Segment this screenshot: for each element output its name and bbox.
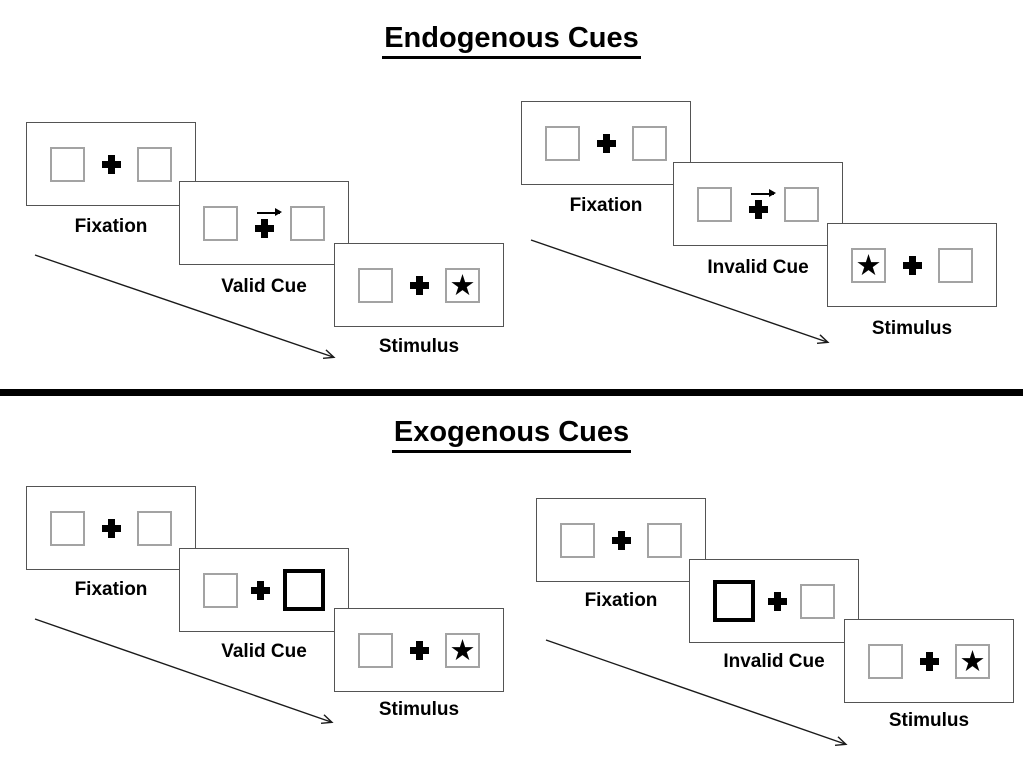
- fixation-cross-icon: [902, 255, 922, 275]
- cue-arrow-right-icon: [750, 189, 776, 197]
- fixation-cross-icon: [768, 591, 787, 611]
- left-box: [358, 267, 393, 303]
- valid-cue-label: Valid Cue: [221, 641, 307, 662]
- right-box: [137, 510, 172, 546]
- invalid-cue-card: [673, 162, 843, 246]
- right-box: ★: [445, 267, 480, 303]
- fixation-cross-icon: [254, 218, 274, 238]
- right-box: [290, 205, 325, 241]
- central-cue-group: [747, 189, 776, 219]
- right-box: [647, 522, 682, 558]
- fixation-cross-icon: [611, 530, 631, 550]
- valid-cue-card: [179, 548, 349, 632]
- fixation-cross-icon: [919, 651, 939, 671]
- fixation-card: [26, 486, 196, 570]
- star-icon: ★: [449, 267, 476, 302]
- stimulus-card: ★: [844, 619, 1014, 703]
- right-box: ★: [445, 632, 480, 668]
- bold-cue-box-left: [713, 580, 755, 622]
- right-box: ★: [955, 643, 990, 679]
- fixation-cross-icon: [409, 640, 429, 660]
- left-box: [868, 643, 903, 679]
- left-box: [545, 125, 580, 161]
- left-box: [203, 205, 238, 241]
- fixation-cross-icon: [409, 275, 429, 295]
- fixation-cross-icon: [596, 133, 616, 153]
- cue-arrow-right-icon: [256, 208, 282, 216]
- stimulus-card: ★: [334, 608, 504, 692]
- right-box: [632, 125, 667, 161]
- fixation-card: [521, 101, 691, 185]
- sequence-arrow: [530, 239, 827, 342]
- fixation-label: Fixation: [74, 579, 148, 600]
- fixation-card: [26, 122, 196, 206]
- fixation-label: Fixation: [584, 590, 658, 611]
- right-box: [137, 146, 172, 182]
- central-cue-group: [253, 208, 282, 238]
- right-box: [938, 247, 973, 283]
- sequence-arrow: [34, 254, 333, 357]
- left-box: ★: [851, 247, 886, 283]
- stimulus-label: Stimulus: [888, 710, 970, 731]
- invalid-cue-card: [689, 559, 859, 643]
- stimulus-card: ★: [334, 243, 504, 327]
- left-box: [203, 572, 238, 608]
- stimulus-card: ★: [827, 223, 997, 307]
- bold-cue-box-right: [283, 569, 325, 611]
- left-box: [697, 186, 732, 222]
- endogenous-section-title-wrap: Endogenous Cues: [0, 22, 1023, 59]
- section-divider: [0, 389, 1023, 396]
- left-box: [50, 146, 85, 182]
- fixation-cross-icon: [251, 580, 270, 600]
- left-box: [358, 632, 393, 668]
- sequence-arrow: [34, 618, 331, 722]
- fixation-cross-icon: [101, 518, 121, 538]
- star-icon: ★: [959, 643, 986, 678]
- endogenous-section-title: Endogenous Cues: [382, 22, 641, 59]
- sequence-arrow: [545, 639, 845, 744]
- right-box: [784, 186, 819, 222]
- fixation-cross-icon: [748, 199, 768, 219]
- exogenous-section-title: Exogenous Cues: [391, 416, 632, 453]
- fixation-cross-icon: [101, 154, 121, 174]
- stimulus-label: Stimulus: [378, 336, 460, 357]
- star-icon: ★: [855, 247, 882, 282]
- right-box: [800, 583, 835, 619]
- fixation-label: Fixation: [569, 195, 643, 216]
- left-box: [50, 510, 85, 546]
- invalid-cue-label: Invalid Cue: [707, 257, 809, 278]
- star-icon: ★: [449, 632, 476, 667]
- invalid-cue-label: Invalid Cue: [723, 651, 825, 672]
- stimulus-label: Stimulus: [871, 318, 953, 339]
- left-box: [560, 522, 595, 558]
- stimulus-label: Stimulus: [378, 699, 460, 720]
- valid-cue-label: Valid Cue: [221, 276, 307, 297]
- fixation-label: Fixation: [74, 216, 148, 237]
- exogenous-section-title-wrap: Exogenous Cues: [0, 416, 1023, 453]
- valid-cue-card: [179, 181, 349, 265]
- fixation-card: [536, 498, 706, 582]
